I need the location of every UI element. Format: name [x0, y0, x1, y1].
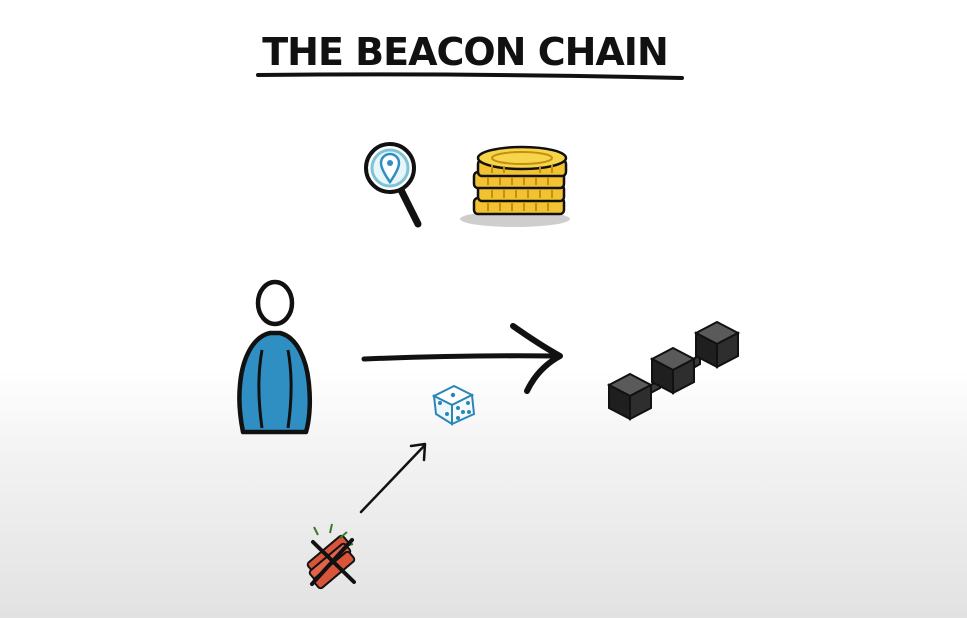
- dice-icon: [431, 384, 476, 426]
- gold-coin-stack-icon: [460, 145, 570, 227]
- person-icon: [237, 279, 313, 435]
- arrow-person-to-chain: [361, 323, 563, 394]
- blockchain-blocks-icon: [606, 320, 741, 421]
- magnifier-location-icon: [364, 142, 422, 228]
- diagram-title: THE BEACON CHAIN: [262, 30, 668, 74]
- title-underline: [256, 72, 684, 80]
- arrow-dynamite-to-dice: [359, 442, 427, 514]
- title-group: THE BEACON CHAIN: [256, 30, 684, 80]
- dynamite-crossed-icon: [306, 523, 356, 590]
